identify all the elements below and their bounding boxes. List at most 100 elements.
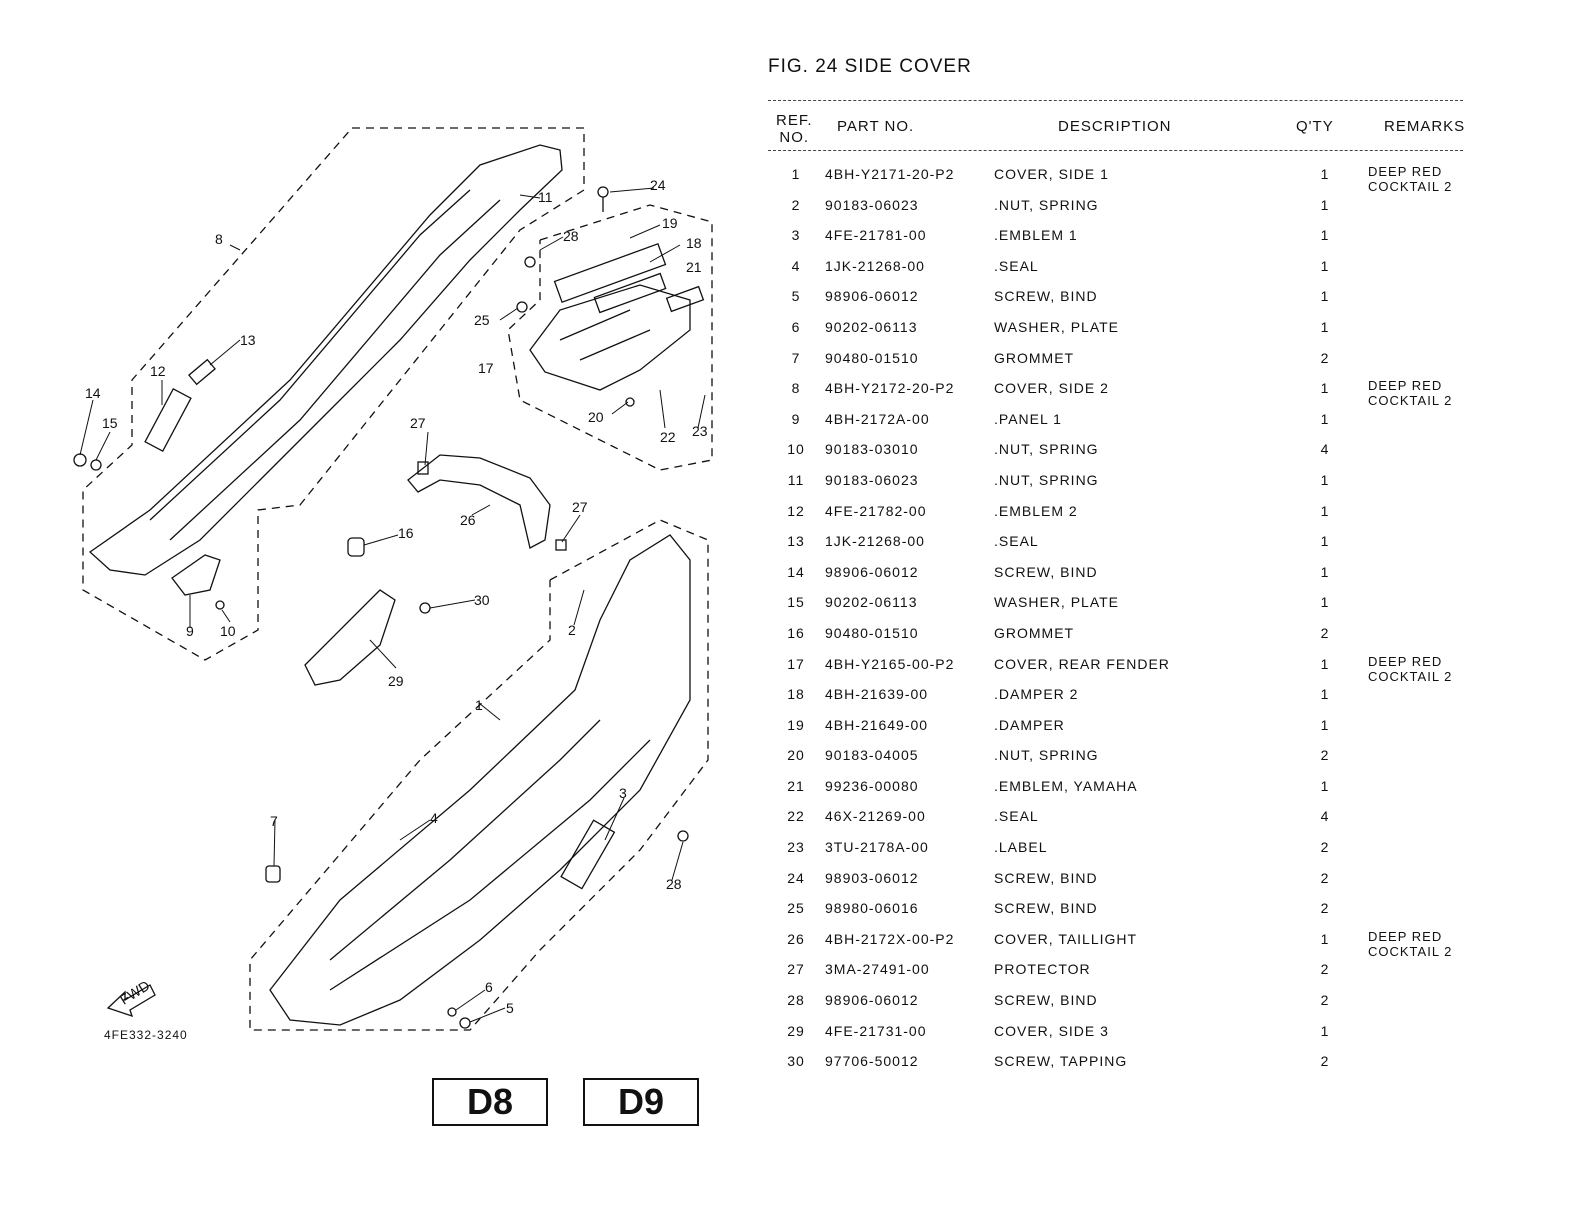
description-cell: WASHER, PLATE (994, 318, 1120, 335)
part-no-cell: 90183-03010 (825, 441, 919, 458)
part-no-cell: 90183-06023 (825, 196, 919, 213)
callout-1: 1 (475, 697, 483, 713)
ref-cell: 26 (787, 930, 805, 947)
description-cell: .EMBLEM 1 (994, 227, 1078, 244)
part-no-cell: 46X-21269-00 (825, 808, 926, 825)
screw-28b-part (677, 830, 689, 842)
ref-cell: 1 (791, 166, 801, 182)
ref-cell: 19 (787, 716, 805, 733)
qty-cell: 1 (1320, 655, 1330, 672)
callout-14: 14 (85, 385, 101, 401)
callout-27a: 27 (410, 415, 426, 431)
diagram-drawing: FWD 8 11 24 19 18 21 28 25 17 13 12 14 1… (73, 127, 713, 1031)
screw-5-part (459, 1017, 471, 1029)
nut-20-part (625, 397, 635, 407)
ref-cell: 28 (787, 992, 805, 1009)
side-cover-1-group-outline (249, 519, 709, 1031)
washer-6-part (447, 1007, 457, 1017)
damper-2-part (593, 272, 667, 314)
ref-cell: 30 (787, 1053, 805, 1070)
screw-24-part (597, 186, 609, 198)
description-cell: .DAMPER (994, 716, 1065, 733)
side-cover-2-inner-line (149, 189, 471, 521)
callout-18: 18 (686, 235, 702, 251)
qty-cell: 1 (1320, 288, 1330, 305)
emblem-1-part (560, 819, 616, 890)
header-part-no: PART NO. (837, 118, 915, 135)
callout-13: 13 (240, 332, 256, 348)
description-cell: .NUT, SPRING (994, 471, 1099, 488)
part-no-cell: 4BH-Y2165-00-P2 (825, 655, 955, 672)
ref-cell: 13 (787, 533, 805, 550)
ref-cell: 15 (787, 594, 805, 611)
part-no-cell: 98906-06012 (825, 288, 919, 305)
side-cover-2-part (88, 144, 563, 576)
ref-cell: 14 (787, 563, 805, 580)
qty-cell: 1 (1320, 318, 1330, 335)
page-ref-d8: D8 (432, 1078, 548, 1126)
callout-24: 24 (650, 177, 666, 193)
qty-cell: 2 (1320, 1053, 1330, 1070)
header-remarks: REMARKS (1384, 118, 1466, 135)
seal-13-part (188, 358, 216, 386)
qty-cell: 1 (1320, 686, 1330, 703)
part-no-cell: 90480-01510 (825, 349, 919, 366)
ref-cell: 2 (791, 196, 801, 213)
description-cell: COVER, REAR FENDER (994, 655, 1170, 672)
description-cell: COVER, SIDE 3 (994, 1022, 1109, 1039)
description-cell: SCREW, BIND (994, 992, 1098, 1009)
qty-cell: 2 (1320, 961, 1330, 978)
part-no-cell: 90202-06113 (825, 594, 918, 611)
description-cell: .LABEL (994, 839, 1048, 856)
qty-cell: 2 (1320, 624, 1330, 641)
part-no-cell: 97706-50012 (825, 1053, 919, 1070)
part-no-cell: 90183-04005 (825, 747, 919, 764)
ref-cell: 4 (791, 257, 801, 274)
callout-22: 22 (660, 429, 676, 445)
qty-cell: 1 (1320, 502, 1330, 519)
part-no-cell: 98906-06012 (825, 563, 919, 580)
description-cell: COVER, TAILLIGHT (994, 930, 1138, 947)
part-no-cell: 4BH-2172A-00 (825, 410, 930, 427)
description-cell: .NUT, SPRING (994, 441, 1099, 458)
qty-cell: 1 (1320, 380, 1330, 397)
part-no-cell: 98906-06012 (825, 992, 919, 1009)
taillight-cover-part (407, 454, 551, 549)
ref-cell: 23 (787, 839, 805, 856)
description-cell: .NUT, SPRING (994, 747, 1099, 764)
qty-cell: 1 (1320, 196, 1330, 213)
header-ref-line1: REF. (776, 112, 813, 129)
callout-26: 26 (460, 512, 476, 528)
remarks-cell: DEEP RED COCKTAIL 2 (1368, 928, 1453, 959)
damper-part (553, 243, 667, 303)
qty-cell: 2 (1320, 839, 1330, 856)
callout-29: 29 (388, 673, 404, 689)
description-cell: SCREW, BIND (994, 869, 1098, 886)
remarks-cell: DEEP RED COCKTAIL 2 (1368, 653, 1453, 684)
callout-17: 17 (478, 360, 494, 376)
diagram-code: 4FE332-3240 (104, 1028, 188, 1042)
side-cover-2-group-outline (82, 127, 585, 661)
qty-cell: 1 (1320, 716, 1330, 733)
callout-27b: 27 (572, 499, 588, 515)
part-no-cell: 4BH-Y2172-20-P2 (825, 380, 955, 397)
callout-12: 12 (150, 363, 166, 379)
callout-10: 10 (220, 623, 236, 639)
callout-8: 8 (215, 231, 223, 247)
callout-3: 3 (619, 785, 627, 801)
